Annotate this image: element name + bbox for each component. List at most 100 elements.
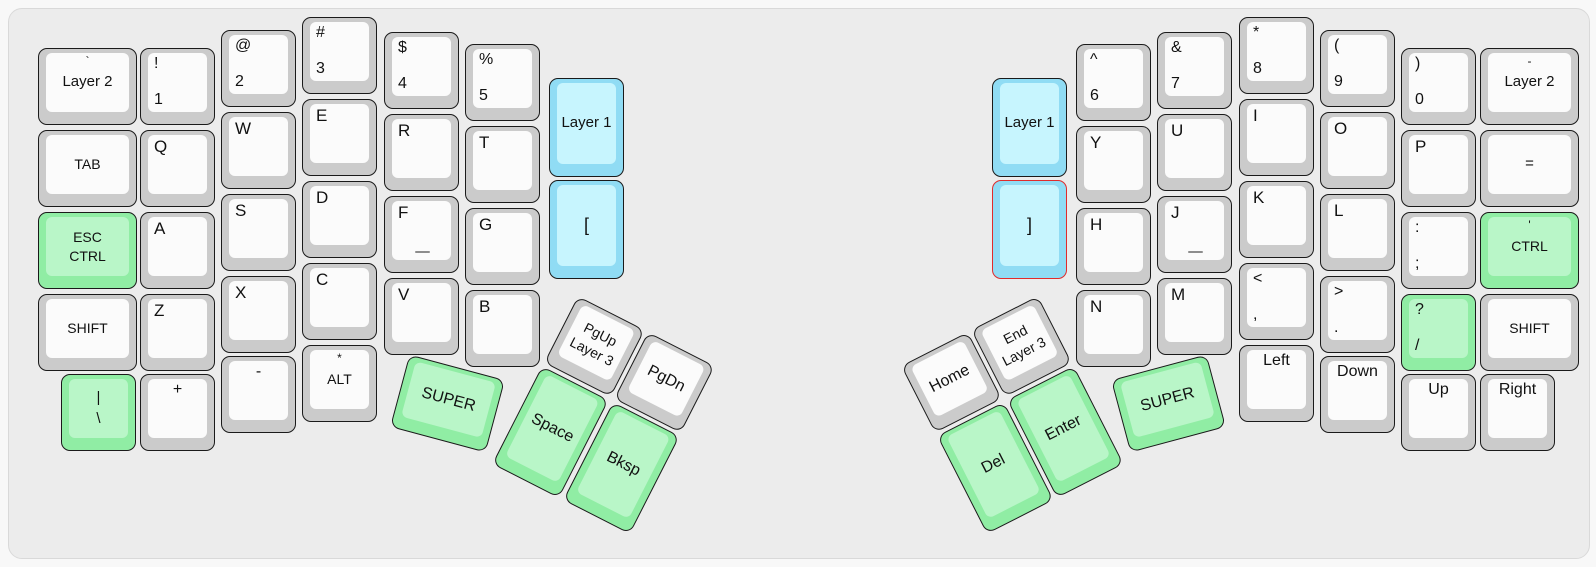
key-n[interactable]: N — [1076, 290, 1151, 367]
key-legend: Enter — [1042, 411, 1085, 445]
key-star-alt[interactable]: *ALT — [302, 345, 377, 422]
key-legend: 6 — [1090, 87, 1099, 104]
key-y[interactable]: Y — [1076, 126, 1151, 203]
key-down-arrow[interactable]: Down — [1320, 356, 1395, 433]
key-j[interactable]: J — [1157, 196, 1232, 273]
key-w[interactable]: W — [221, 112, 296, 189]
key-o[interactable]: O — [1320, 112, 1395, 189]
key-u[interactable]: U — [1157, 114, 1232, 191]
key-s[interactable]: S — [221, 194, 296, 271]
key-i[interactable]: I — [1239, 99, 1314, 176]
key-lbracket[interactable]: [ — [549, 180, 624, 279]
key-layer1-left[interactable]: Layer 1 — [549, 78, 624, 177]
keycap: F — [392, 201, 451, 260]
keycap: *ALT — [310, 350, 369, 409]
keycap: %5 — [473, 49, 532, 108]
keycap: ] — [1000, 185, 1059, 266]
key-pipe-backslash[interactable]: |\ — [61, 374, 136, 451]
key-left-arrow[interactable]: Left — [1239, 345, 1314, 422]
key-lt-comma[interactable]: <, — [1239, 263, 1314, 340]
key-hash-3[interactable]: #3 — [302, 17, 377, 94]
key-exclam-1[interactable]: !1 — [140, 48, 215, 125]
keycap: R — [392, 119, 451, 178]
key-v[interactable]: V — [384, 278, 459, 355]
key-rbracket[interactable]: ] — [992, 180, 1067, 279]
key-gt-period[interactable]: >. — [1320, 276, 1395, 353]
keycap: L — [1328, 199, 1387, 258]
key-legend: > — [1334, 283, 1344, 300]
key-legend: CTRL — [69, 247, 106, 264]
key-right-arrow[interactable]: Right — [1480, 374, 1555, 451]
keycap: Home — [910, 340, 989, 418]
key-up-arrow[interactable]: Up — [1401, 374, 1476, 451]
key-legend: Left — [1263, 352, 1290, 369]
keycap: O — [1328, 117, 1387, 176]
key-grave-layer2[interactable]: `Layer 2 — [38, 48, 137, 125]
key-legend: H — [1090, 215, 1103, 234]
key-lparen-9[interactable]: (9 — [1320, 30, 1395, 107]
keycap: >. — [1328, 281, 1387, 340]
keycap: SHIFT — [1488, 299, 1571, 358]
key-legend: 1 — [154, 91, 163, 108]
key-legend: D — [316, 188, 329, 207]
key-amp-7[interactable]: &7 — [1157, 32, 1232, 109]
keycap: ^6 — [1084, 49, 1143, 108]
key-equals[interactable]: = — [1480, 130, 1579, 207]
key-quote-ctrl[interactable]: 'CTRL — [1480, 212, 1579, 289]
key-r[interactable]: R — [384, 114, 459, 191]
keycap: = — [1488, 135, 1571, 194]
keycap: [ — [557, 185, 616, 266]
key-tab[interactable]: TAB — [38, 130, 137, 207]
key-super-left[interactable]: SUPER — [389, 354, 506, 453]
key-caret-6[interactable]: ^6 — [1076, 44, 1151, 121]
keycap: Layer 1 — [557, 83, 616, 164]
key-a[interactable]: A — [140, 212, 215, 289]
key-d[interactable]: D — [302, 181, 377, 258]
keycap: E — [310, 104, 369, 163]
key-question-slash[interactable]: ?/ — [1401, 294, 1476, 371]
key-b[interactable]: B — [465, 290, 540, 367]
key-z[interactable]: Z — [140, 294, 215, 371]
key-percent-5[interactable]: %5 — [465, 44, 540, 121]
key-x[interactable]: X — [221, 276, 296, 353]
keycap: SUPER — [1120, 361, 1215, 438]
key-q[interactable]: Q — [140, 130, 215, 207]
key-legend: 2 — [235, 73, 244, 90]
key-p[interactable]: P — [1401, 130, 1476, 207]
key-plus[interactable]: + — [140, 374, 215, 451]
key-legend: 4 — [398, 75, 407, 92]
key-minus[interactable]: - — [221, 356, 296, 433]
key-legend: S — [235, 201, 247, 220]
key-k[interactable]: K — [1239, 181, 1314, 258]
key-legend: R — [398, 121, 411, 140]
key-l[interactable]: L — [1320, 194, 1395, 271]
homing-bar-icon — [1187, 250, 1203, 253]
key-e[interactable]: E — [302, 99, 377, 176]
key-dollar-4[interactable]: $4 — [384, 32, 459, 109]
key-c[interactable]: C — [302, 263, 377, 340]
key-legend: W — [235, 119, 252, 138]
key-h[interactable]: H — [1076, 208, 1151, 285]
key-g[interactable]: G — [465, 208, 540, 285]
key-legend: Z — [154, 301, 165, 320]
key-shift-right[interactable]: SHIFT — [1480, 294, 1579, 371]
key-f[interactable]: F — [384, 196, 459, 273]
key-rparen-0[interactable]: )0 — [1401, 48, 1476, 125]
key-at-2[interactable]: @2 — [221, 30, 296, 107]
key-star-8[interactable]: *8 — [1239, 17, 1314, 94]
key-legend: Home — [926, 361, 973, 396]
keycap: )0 — [1409, 53, 1468, 112]
key-t[interactable]: T — [465, 126, 540, 203]
keycap: TAB — [46, 135, 129, 194]
key-super-right[interactable]: SUPER — [1110, 354, 1227, 453]
key-colon-semicolon[interactable]: :; — [1401, 212, 1476, 289]
key-shift-left[interactable]: SHIFT — [38, 294, 137, 371]
key-m[interactable]: M — [1157, 278, 1232, 355]
key-legend: E — [316, 106, 328, 125]
key-layer1-right[interactable]: Layer 1 — [992, 78, 1067, 177]
key-minus-layer2[interactable]: -Layer 2 — [1480, 48, 1579, 125]
key-legend: CTRL — [1511, 238, 1548, 255]
keycap: &7 — [1165, 37, 1224, 96]
